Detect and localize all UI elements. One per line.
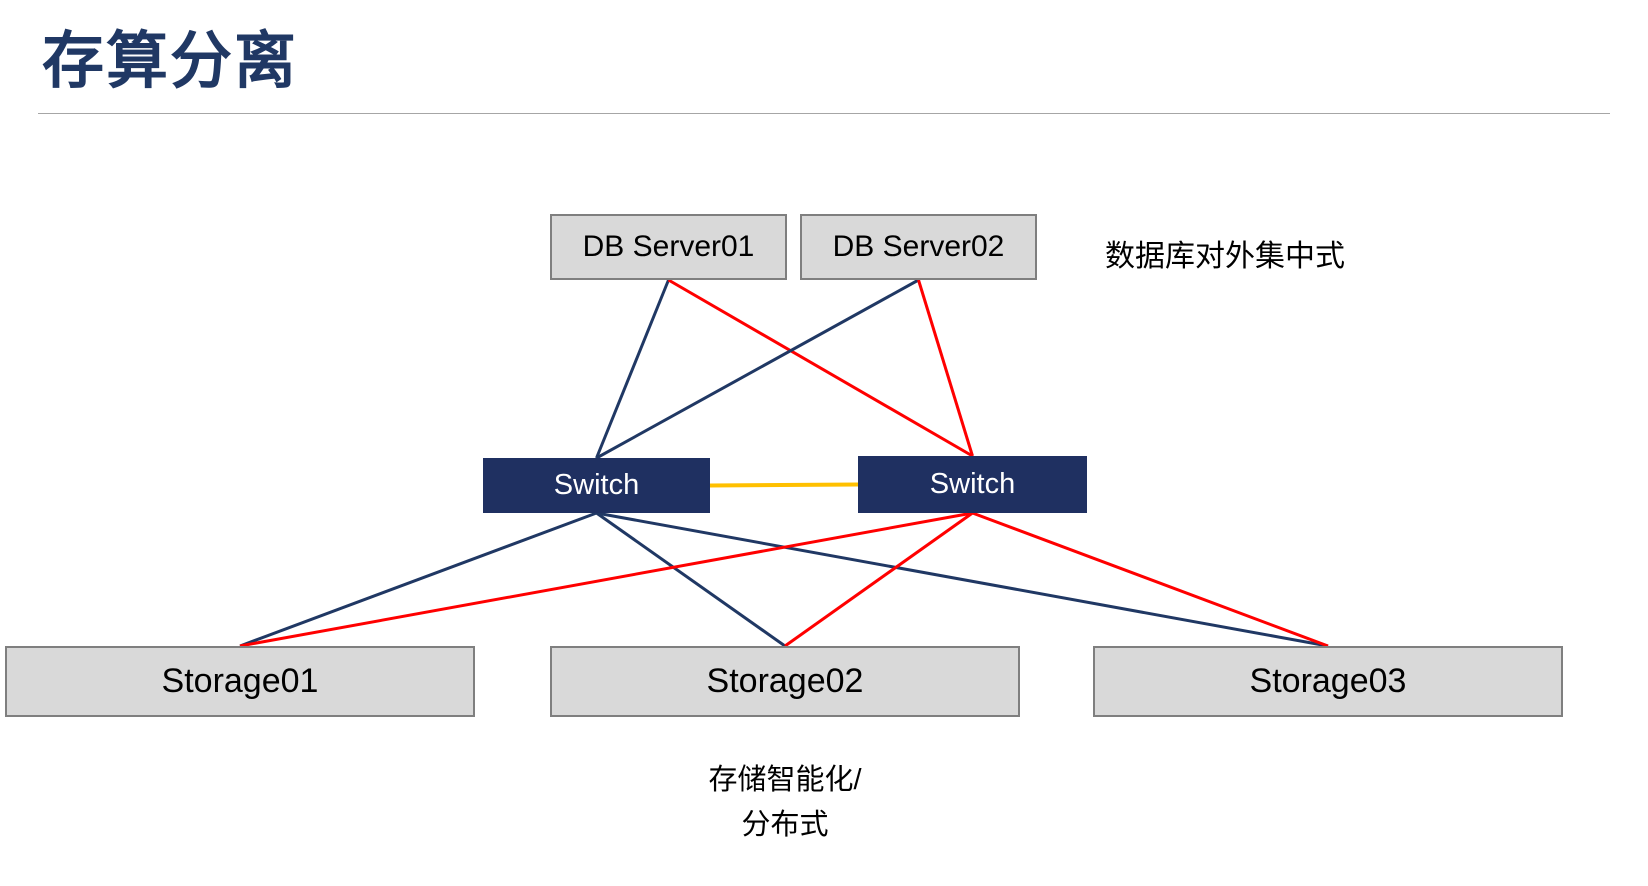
annotation-db-centralized: 数据库对外集中式 (1105, 240, 1345, 273)
annotation-storage-smart-line1: 存储智能化/ (708, 764, 862, 796)
node-db-server-02: DB Server02 (800, 214, 1037, 280)
edge-sw1-st3 (596, 511, 1329, 648)
node-switch-2: Switch (858, 456, 1087, 513)
node-switch-2-label: Switch (929, 468, 1016, 500)
annotation-storage-smart-line2: 分布式 (741, 808, 829, 841)
edge-sw1-st1 (239, 511, 598, 648)
edge-db2-sw2 (917, 279, 974, 457)
node-switch-1: Switch (483, 458, 710, 513)
edge-sw1-st2 (595, 511, 786, 648)
edge-sw2-st1 (239, 511, 973, 648)
node-switch-1-label: Switch (553, 469, 640, 501)
edge-db1-sw1 (595, 279, 670, 459)
node-storage-03-label: Storage03 (1249, 662, 1407, 700)
node-storage-03: Storage03 (1093, 646, 1563, 717)
node-db-server-02-label: DB Server02 (832, 230, 1005, 263)
node-db-server-01: DB Server01 (550, 214, 787, 280)
node-storage-02: Storage02 (550, 646, 1020, 717)
edge-sw2-st2 (784, 511, 974, 648)
node-storage-01: Storage01 (5, 646, 475, 717)
edge-sw1-sw2 (709, 482, 859, 488)
node-db-server-01-label: DB Server01 (582, 230, 755, 263)
title-divider (38, 113, 1610, 114)
node-storage-01-label: Storage01 (161, 662, 319, 700)
page-title: 存算分离 (42, 27, 299, 96)
annotation-storage-smart: 存储智能化/ 分布式 (550, 758, 1020, 848)
edge-sw2-st3 (971, 511, 1329, 648)
edge-db2-sw1 (595, 278, 920, 460)
node-storage-02-label: Storage02 (706, 662, 864, 700)
edge-db1-sw2 (667, 278, 974, 458)
